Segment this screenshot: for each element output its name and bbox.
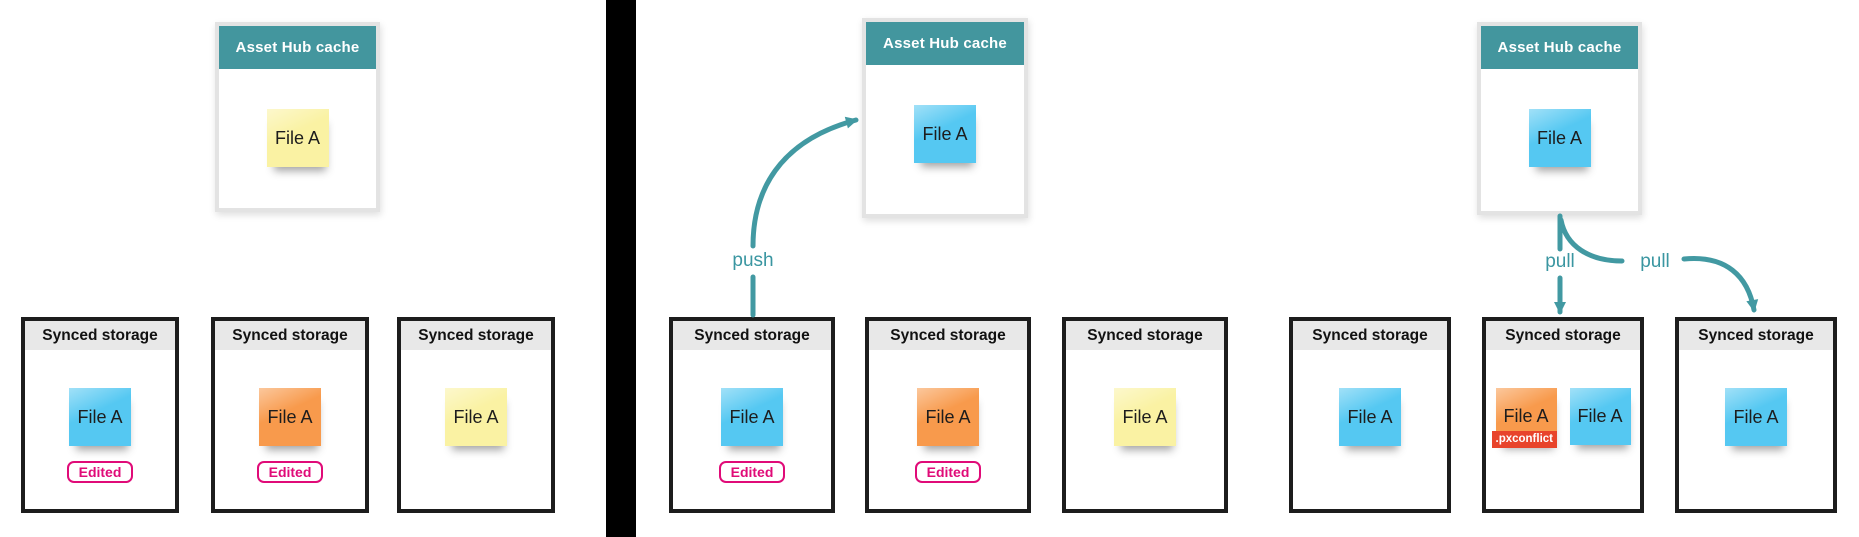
file-sticky-note: File A — [1528, 109, 1591, 167]
file-note-label: File A — [1733, 406, 1779, 427]
pxconflict-tag: .pxconflict — [1491, 431, 1558, 448]
synced-storage-body: File A Edited — [215, 350, 365, 509]
asset-hub-cache-box: Asset Hub cache File A — [215, 22, 380, 212]
edited-badge: Edited — [66, 461, 134, 483]
note-row: File A .pxconflict File A — [1491, 388, 1631, 448]
asset-hub-cache-body: File A — [219, 69, 376, 208]
synced-storage-title: Synced storage — [42, 326, 158, 344]
file-note-label: File A — [453, 406, 499, 427]
synced-storage-header: Synced storage — [1679, 321, 1833, 350]
pull-arrow-label-left: pull — [1545, 251, 1575, 272]
asset-hub-cache-body: File A — [1481, 69, 1638, 211]
asset-hub-cache-title: Asset Hub cache — [1497, 39, 1622, 56]
edited-badge: Edited — [256, 461, 324, 483]
file-note-label: File A — [77, 406, 123, 427]
file-sticky-note-conflicted: File A .pxconflict — [1491, 388, 1558, 448]
file-note-label: File A — [1536, 127, 1583, 148]
asset-hub-cache-title: Asset Hub cache — [235, 39, 360, 56]
synced-storage-box: Synced storage File A Edited — [211, 317, 369, 513]
synced-storage-header: Synced storage — [673, 321, 831, 350]
synced-storage-body: File A — [1293, 350, 1447, 509]
synced-storage-box: Synced storage File A — [1062, 317, 1228, 513]
file-sticky-note: File A — [445, 388, 507, 446]
edited-badge: Edited — [718, 461, 786, 483]
synced-storage-body: File A — [401, 350, 551, 509]
synced-storage-box: Synced storage File A Edited — [21, 317, 179, 513]
file-note-label: File A — [922, 123, 968, 144]
synced-storage-header: Synced storage — [215, 321, 365, 350]
file-sticky-note: File A — [721, 388, 783, 446]
synced-storage-header: Synced storage — [1486, 321, 1640, 350]
pull-arrow-right — [1681, 256, 1759, 313]
asset-hub-cache-box: Asset Hub cache File A — [1477, 22, 1642, 215]
synced-storage-box: Synced storage File A Edited — [669, 317, 835, 513]
synced-storage-box: Synced storage File A — [397, 317, 555, 513]
synced-storage-title: Synced storage — [232, 326, 348, 344]
asset-hub-cache-box: Asset Hub cache File A — [862, 18, 1028, 218]
synced-storage-title: Synced storage — [1087, 326, 1203, 344]
synced-storage-box-conflict: Synced storage File A .pxconflict File A — [1482, 317, 1644, 513]
file-note-label: File A — [1577, 406, 1623, 426]
file-note-label: File A — [1122, 406, 1168, 427]
synced-storage-header: Synced storage — [25, 321, 175, 350]
file-note-label: File A — [729, 406, 775, 427]
asset-hub-cache-header: Asset Hub cache — [1481, 26, 1638, 69]
synced-storage-body: File A .pxconflict File A — [1486, 350, 1640, 509]
file-sticky-note: File A — [1569, 388, 1631, 445]
push-arrow-label: push — [732, 250, 774, 271]
file-sticky-note: File A — [1114, 388, 1176, 446]
synced-storage-body: File A — [1679, 350, 1833, 509]
file-sticky-note: File A — [266, 109, 329, 167]
synced-storage-box: Synced storage File A Edited — [865, 317, 1031, 513]
synced-storage-box: Synced storage File A — [1675, 317, 1837, 513]
file-sticky-note: File A — [1339, 388, 1401, 446]
file-sticky-note: File A — [259, 388, 321, 446]
pull-arrow-label-right: pull — [1640, 251, 1670, 272]
file-sticky-note: File A — [69, 388, 131, 446]
asset-hub-cache-title: Asset Hub cache — [883, 35, 1007, 52]
synced-storage-title: Synced storage — [1312, 326, 1428, 344]
synced-storage-box: Synced storage File A — [1289, 317, 1451, 513]
file-note-label: File A — [267, 406, 313, 427]
synced-storage-body: File A — [1066, 350, 1224, 509]
synced-storage-header: Synced storage — [1066, 321, 1224, 350]
synced-storage-title: Synced storage — [418, 326, 534, 344]
file-sticky-note: File A — [914, 105, 976, 163]
file-note-label: File A — [1347, 406, 1393, 427]
synced-storage-header: Synced storage — [1293, 321, 1447, 350]
file-note-label: File A — [1503, 406, 1549, 426]
synced-storage-body: File A Edited — [673, 350, 831, 509]
synced-storage-title: Synced storage — [1698, 326, 1814, 344]
asset-hub-cache-header: Asset Hub cache — [866, 22, 1024, 65]
synced-storage-title: Synced storage — [1505, 326, 1621, 344]
section-divider — [606, 0, 636, 537]
file-sticky-note: File A — [917, 388, 979, 446]
file-note-label: File A — [274, 127, 321, 148]
synced-storage-body: File A Edited — [25, 350, 175, 509]
synced-storage-body: File A Edited — [869, 350, 1027, 509]
synced-storage-header: Synced storage — [869, 321, 1027, 350]
asset-hub-cache-body: File A — [866, 65, 1024, 214]
synced-storage-header: Synced storage — [401, 321, 551, 350]
file-note-label: File A — [925, 406, 971, 427]
file-sticky-note: File A — [1725, 388, 1787, 446]
edited-badge: Edited — [914, 461, 982, 483]
synced-storage-title: Synced storage — [890, 326, 1006, 344]
push-arrow — [750, 116, 859, 249]
asset-hub-cache-header: Asset Hub cache — [219, 26, 376, 69]
synced-storage-title: Synced storage — [694, 326, 810, 344]
